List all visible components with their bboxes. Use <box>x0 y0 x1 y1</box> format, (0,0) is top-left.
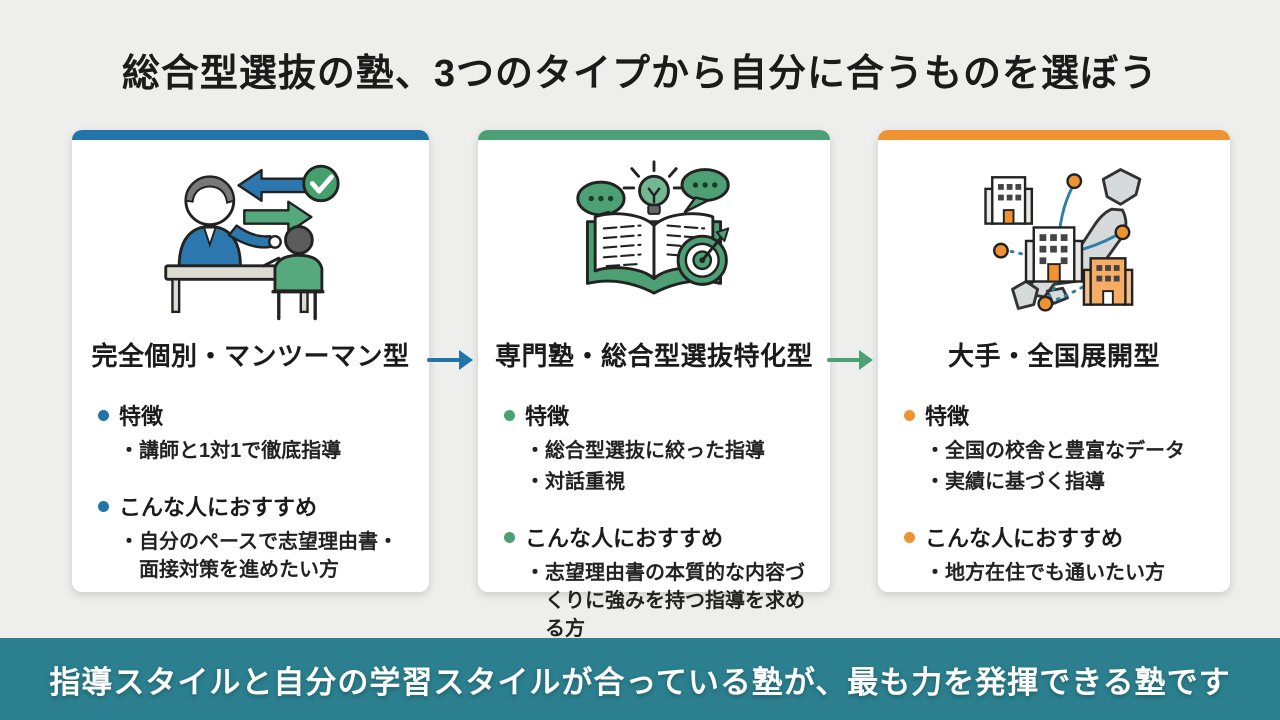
card-accent-bar-green <box>478 130 830 140</box>
flow-arrow-right-icon <box>827 350 873 370</box>
bullet-dot <box>98 409 109 421</box>
card-body: 特徴 ・総合型選抜に絞った指導 ・対話重視 こんな人におすすめ ・志望理由書の本… <box>478 373 830 643</box>
card-individual-one-on-one: 完全個別・マンツーマン型 特徴 ・講師と1対1で徹底指導 こんな人におすすめ ・… <box>72 130 429 592</box>
page-title: 総合型選抜の塾、3つのタイプから自分に合うものを選ぼう <box>121 53 1159 95</box>
card-major-nationwide: 大手・全国展開型 特徴 ・全国の校舎と豊富なデータ ・実績に基づく指導 こんな人… <box>878 130 1230 592</box>
section-heading: こんな人におすすめ <box>119 495 318 520</box>
features-section: 特徴 ・全国の校舎と豊富なデータ ・実績に基づく指導 <box>904 399 1206 496</box>
recommend-item: ・地方在住でも通いたい方 <box>925 562 1165 584</box>
footer-banner: 指導スタイルと自分の学習スタイルが合っている塾が、最も力を発揮できる塾です <box>0 638 1280 720</box>
flow-arrow-right-icon <box>427 350 473 370</box>
section-heading: こんな人におすすめ <box>925 526 1124 551</box>
feature-item: ・対話重視 <box>525 471 625 493</box>
japan-map-network-icon <box>878 152 1230 328</box>
bullet-dot <box>504 531 515 543</box>
bullet-dot <box>904 531 915 543</box>
card-title: 専門塾・総合型選抜特化型 <box>494 341 813 371</box>
feature-item: ・講師と1対1で徹底指導 <box>119 440 342 462</box>
recommend-section: こんな人におすすめ ・自分のペースで志望理由書・面接対策を進めたい方 <box>98 490 405 584</box>
recommend-section: こんな人におすすめ ・志望理由書の本質的な内容づくりに強みを持つ指導を求める方 <box>504 521 806 643</box>
feature-item: ・総合型選抜に絞った指導 <box>525 440 765 462</box>
bullet-dot <box>504 409 515 421</box>
card-title: 大手・全国展開型 <box>947 341 1160 371</box>
book-dialogue-target-icon <box>478 152 830 328</box>
features-section: 特徴 ・講師と1対1で徹底指導 <box>98 399 405 465</box>
feature-item: ・全国の校舎と豊富なデータ <box>925 440 1185 462</box>
card-body: 特徴 ・全国の校舎と豊富なデータ ・実績に基づく指導 こんな人におすすめ ・地方… <box>878 373 1230 587</box>
section-heading: 特徴 <box>119 404 164 429</box>
footer-message: 指導スタイルと自分の学習スタイルが合っている塾が、最も力を発揮できる塾です <box>49 664 1231 700</box>
section-heading: 特徴 <box>925 404 970 429</box>
card-title: 完全個別・マンツーマン型 <box>91 341 410 371</box>
feature-item: ・実績に基づく指導 <box>925 471 1105 493</box>
card-accent-bar-blue <box>72 130 429 140</box>
card-body: 特徴 ・講師と1対1で徹底指導 こんな人におすすめ ・自分のペースで志望理由書・… <box>72 373 429 584</box>
teacher-student-icon <box>72 152 429 328</box>
card-specialized-school: 専門塾・総合型選抜特化型 特徴 ・総合型選抜に絞った指導 ・対話重視 こんな人に… <box>478 130 830 640</box>
recommend-section: こんな人におすすめ ・地方在住でも通いたい方 <box>904 521 1206 587</box>
section-heading: 特徴 <box>525 404 570 429</box>
card-accent-bar-orange <box>878 130 1230 140</box>
recommend-item: ・志望理由書の本質的な内容づくりに強みを持つ指導を求める方 <box>525 562 805 640</box>
features-section: 特徴 ・総合型選抜に絞った指導 ・対話重視 <box>504 399 806 496</box>
bullet-dot <box>904 409 915 421</box>
bullet-dot <box>98 500 109 512</box>
recommend-item: ・自分のペースで志望理由書・面接対策を進めたい方 <box>119 531 398 581</box>
section-heading: こんな人におすすめ <box>525 526 724 551</box>
